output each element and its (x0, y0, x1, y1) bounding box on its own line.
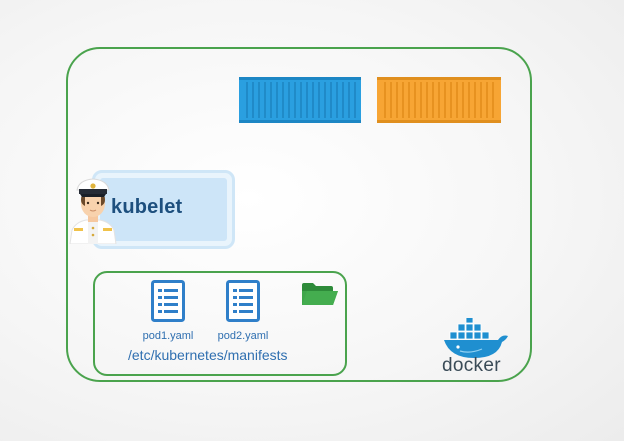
file-label-pod2: pod2.yaml (217, 330, 269, 342)
container-orange (377, 77, 501, 123)
manifests-path-label: /etc/kubernetes/manifests (128, 347, 288, 363)
manifests-folder-box (93, 271, 347, 376)
container-blue (239, 77, 361, 123)
docker-whale-icon (440, 315, 510, 362)
kubelet-label: kubelet (111, 196, 183, 218)
file-label-pod1: pod1.yaml (142, 330, 194, 342)
folder-open-icon (301, 282, 339, 306)
docker-label: docker (442, 355, 501, 376)
file-document-icon (226, 280, 260, 322)
worker-node-boundary (66, 47, 532, 382)
captain-icon (66, 172, 120, 245)
kubelet-card-inner (100, 178, 227, 241)
file-document-icon (151, 280, 185, 322)
kubelet-card (92, 170, 235, 249)
